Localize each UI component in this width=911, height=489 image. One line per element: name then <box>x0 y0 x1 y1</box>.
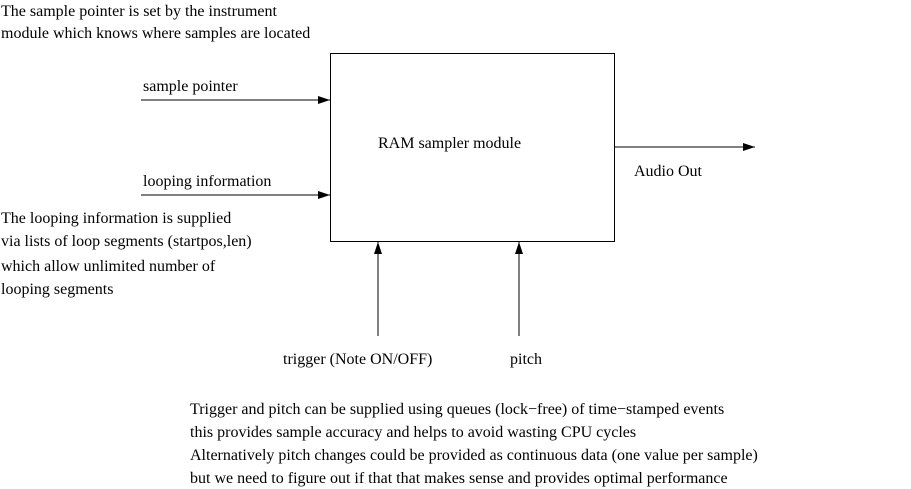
sample-pointer-label: sample pointer <box>143 78 238 95</box>
left-note-line-2: via lists of loop segments (startpos,len… <box>1 233 252 250</box>
pitch-label: pitch <box>510 351 542 368</box>
trigger-label: trigger (Note ON/OFF) <box>283 351 432 368</box>
bottom-note-line-4: but we need to figure out if that that m… <box>190 470 728 487</box>
top-note-line-1: The sample pointer is set by the instrum… <box>1 3 278 20</box>
top-note-line-2: module which knows where samples are loc… <box>1 25 310 42</box>
bottom-note-line-2: this provides sample accuracy and helps … <box>190 424 636 441</box>
audio-out-label: Audio Out <box>634 163 703 180</box>
bottom-note-line-1: Trigger and pitch can be supplied using … <box>190 401 724 418</box>
bottom-note-line-3: Alternatively pitch changes could be pro… <box>190 447 758 464</box>
left-note-line-4: looping segments <box>1 281 113 298</box>
module-label: RAM sampler module <box>378 135 521 152</box>
left-note-line-3: which allow unlimited number of <box>1 258 216 275</box>
looping-information-label: looping information <box>143 173 271 190</box>
left-note-line-1: The looping information is supplied <box>1 210 231 227</box>
